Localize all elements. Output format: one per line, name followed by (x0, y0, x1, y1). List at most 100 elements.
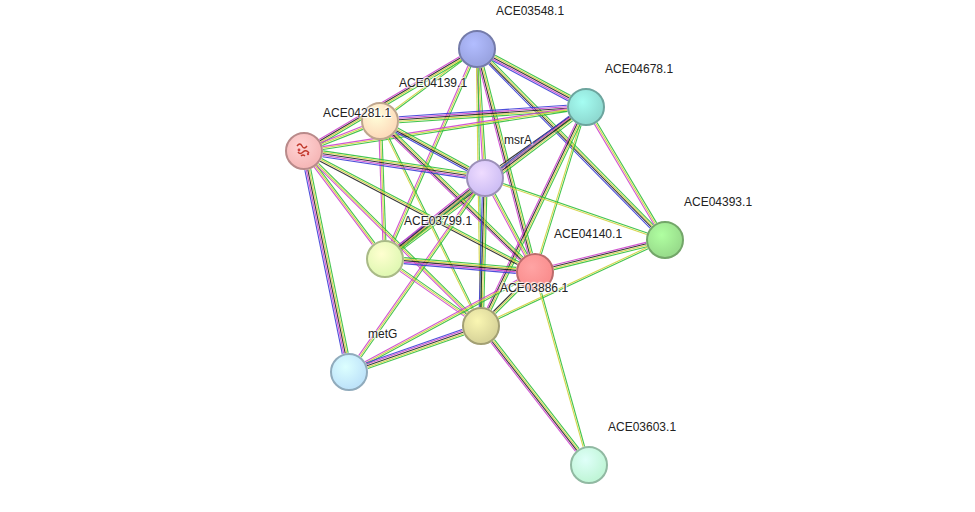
evidence-line (322, 157, 465, 178)
evidence-line (308, 170, 345, 354)
interaction-edge (498, 247, 648, 318)
evidence-line (392, 136, 520, 260)
evidence-line (493, 195, 525, 255)
evidence-line (404, 264, 516, 274)
evidence-line (366, 281, 519, 363)
evidence-line (305, 170, 342, 354)
protein-node: ACE04393.1 (646, 221, 684, 259)
evidence-line (494, 195, 526, 255)
protein-label: ACE04678.1 (605, 62, 673, 76)
protein-node: ACE04281.1 (285, 132, 323, 170)
evidence-line (553, 242, 646, 265)
evidence-line (491, 62, 652, 226)
evidence-line (319, 57, 459, 140)
protein-label: ACE03799.1 (404, 214, 472, 228)
evidence-line (553, 244, 646, 267)
evidence-line (491, 342, 576, 451)
evidence-line (360, 194, 474, 357)
protein-label: msrA (504, 133, 532, 147)
interaction-edge (487, 123, 580, 310)
evidence-line (314, 167, 372, 245)
evidence-line (322, 128, 363, 144)
protein-node: ACE03603.1 (570, 446, 608, 484)
evidence-line (503, 183, 647, 233)
evidence-line (404, 262, 516, 272)
interaction-edge (320, 158, 519, 264)
interaction-edge (319, 57, 462, 144)
protein-node: ACE03548.1 (458, 30, 496, 68)
protein-node: msrA (466, 159, 504, 197)
evidence-line (311, 169, 348, 353)
interaction-edge (539, 290, 584, 447)
evidence-line (596, 123, 656, 223)
evidence-line (309, 169, 346, 353)
interaction-edge (400, 269, 467, 317)
evidence-line (322, 129, 363, 145)
evidence-line (366, 282, 519, 364)
interaction-edge (491, 340, 579, 452)
evidence-line (401, 270, 466, 315)
structure-atom (298, 149, 301, 152)
evidence-line (321, 127, 362, 143)
evidence-line (541, 290, 585, 446)
evidence-line (498, 247, 648, 317)
protein-node: ACE03799.1 (366, 240, 404, 278)
protein-label: ACE04140.1 (554, 227, 622, 241)
evidence-line (401, 192, 471, 249)
evidence-line (492, 61, 567, 101)
evidence-line (317, 165, 375, 243)
structure-ribbon (297, 144, 309, 156)
protein-label: metG (368, 327, 397, 341)
interaction-edge (316, 163, 468, 313)
evidence-line (400, 271, 465, 316)
evidence-line (393, 135, 521, 259)
evidence-line (492, 341, 577, 450)
evidence-line (554, 247, 647, 270)
evidence-line (322, 158, 519, 261)
evidence-line (539, 290, 583, 446)
evidence-line (489, 124, 578, 309)
evidence-line (306, 170, 343, 354)
evidence-line (479, 197, 482, 307)
evidence-line (394, 134, 522, 258)
interaction-edge (404, 258, 517, 274)
structure-atom (307, 153, 309, 155)
interaction-edge (503, 183, 648, 234)
evidence-line (319, 163, 469, 311)
evidence-line (323, 151, 466, 172)
interaction-edge (321, 127, 363, 146)
evidence-line (594, 124, 654, 224)
evidence-line (494, 340, 579, 449)
interaction-edge (493, 194, 528, 256)
evidence-line (499, 249, 649, 319)
evidence-line (554, 245, 647, 268)
evidence-line (597, 123, 657, 223)
interaction-edge (594, 123, 656, 225)
interaction-edge (479, 197, 486, 307)
evidence-line (395, 133, 523, 257)
evidence-line (401, 269, 466, 314)
protein-label: ACE03548.1 (496, 4, 564, 18)
protein-node: metG (330, 353, 368, 391)
evidence-line (487, 123, 576, 308)
evidence-line (365, 280, 518, 362)
interaction-edge (392, 133, 523, 261)
evidence-line (491, 125, 580, 310)
protein-label: ACE03603.1 (608, 420, 676, 434)
interaction-edge (398, 188, 471, 249)
evidence-line (495, 194, 527, 254)
interaction-edge (305, 169, 348, 354)
evidence-line (490, 124, 579, 309)
interaction-edge (365, 280, 519, 365)
protein-node: ACE03886.1 (462, 307, 500, 345)
protein-label: ACE03886.1 (500, 281, 568, 295)
evidence-line (321, 160, 518, 263)
protein-node: ACE04678.1 (567, 88, 605, 126)
protein-label: ACE04393.1 (684, 195, 752, 209)
protein-structure-icon (297, 144, 309, 156)
protein-label: ACE04281.1 (323, 106, 391, 120)
